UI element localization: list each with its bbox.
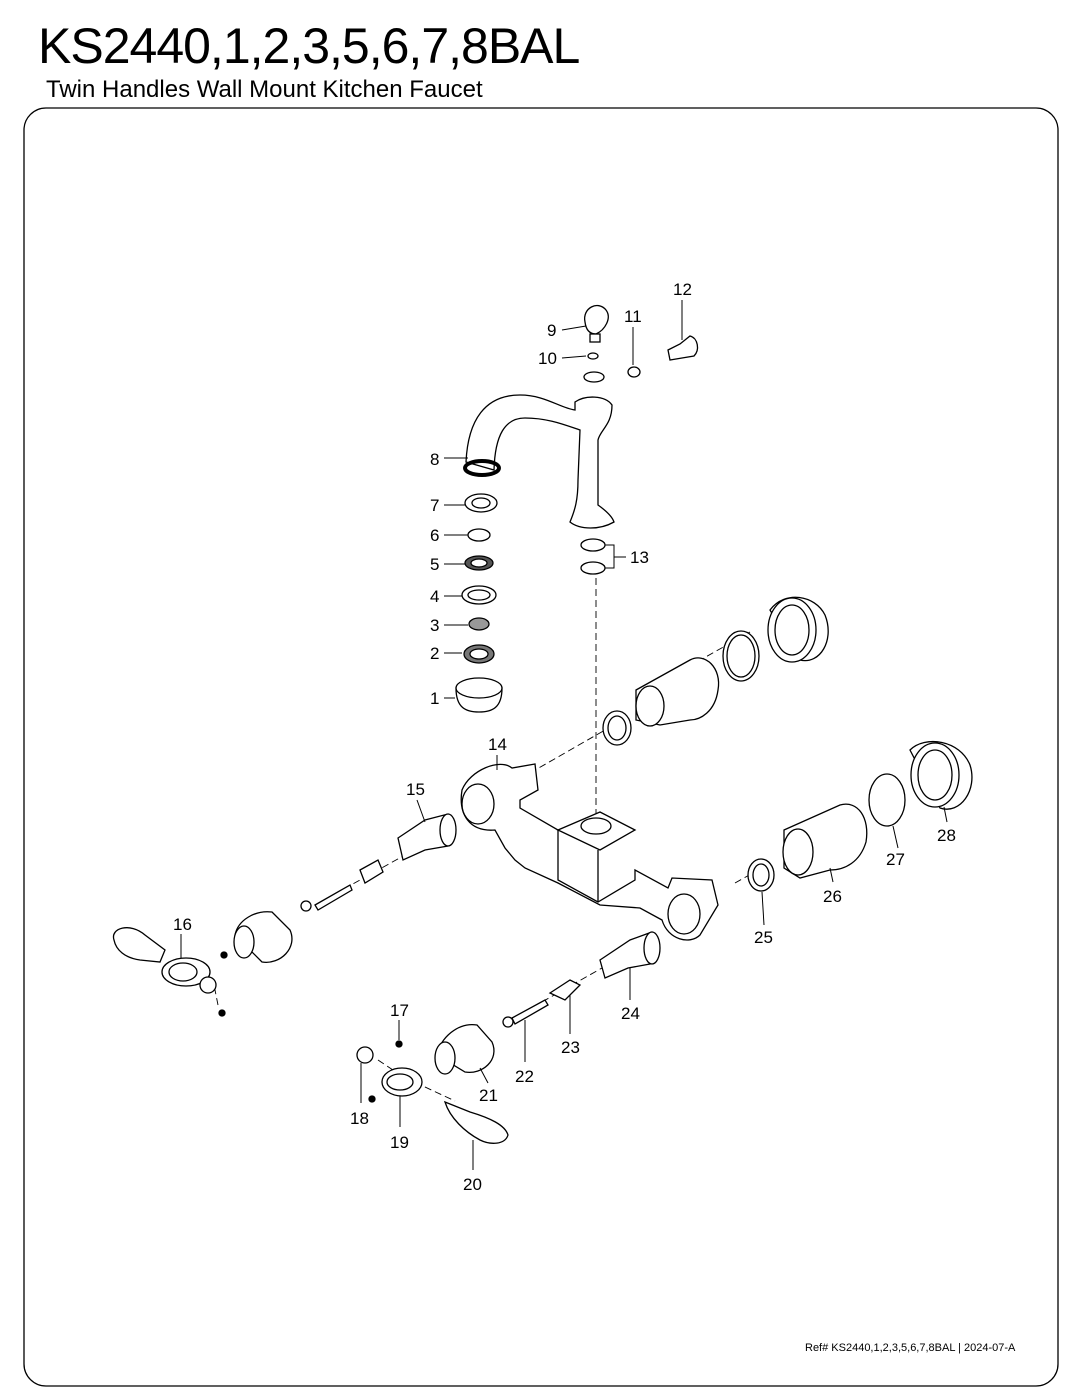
wall-mount-lower-assembly <box>747 740 973 892</box>
callout-5: 5 <box>430 555 439 574</box>
spout-small-parts-9-13 <box>580 305 699 575</box>
callout-4: 4 <box>430 587 439 606</box>
part-27-oring <box>868 773 906 827</box>
callout-10: 10 <box>538 349 557 368</box>
callout-14: 14 <box>488 735 507 754</box>
callout-15: 15 <box>406 780 425 799</box>
part-9-cap <box>584 305 609 335</box>
part-11-washer <box>627 366 641 378</box>
diagram-frame <box>23 107 1059 1387</box>
callout-24: 24 <box>621 1004 640 1023</box>
part-10-washer <box>587 352 599 360</box>
callout-23: 23 <box>561 1038 580 1057</box>
part-20-lever <box>443 1100 509 1144</box>
part-6 <box>467 528 491 542</box>
callout-8: 8 <box>430 450 439 469</box>
callout-11: 11 <box>624 307 642 326</box>
callout-20: 20 <box>463 1175 482 1194</box>
faucet-body-part-14 <box>460 763 719 941</box>
callout-25: 25 <box>754 928 773 947</box>
callout-9: 9 <box>547 321 556 340</box>
callout-12: 12 <box>673 280 692 299</box>
callout-6: 6 <box>430 526 439 545</box>
part-17-screw <box>395 1040 403 1048</box>
callout-22: 22 <box>515 1067 534 1086</box>
callout-13: 13 <box>630 548 649 567</box>
model-title: KS2440,1,2,3,5,6,7,8BAL <box>38 18 580 74</box>
part-16-lever <box>112 927 166 963</box>
callout-21: 21 <box>479 1086 498 1105</box>
callout-17: 17 <box>390 1001 409 1020</box>
callout-19: 19 <box>390 1133 409 1152</box>
wall-mount-upper-assembly <box>602 596 829 746</box>
reference-footer: Ref# KS2440,1,2,3,5,6,7,8BAL | 2024-07-A <box>805 1342 1016 1354</box>
part-3 <box>468 617 490 631</box>
part-22-screw <box>511 999 549 1025</box>
callout-16: 16 <box>173 915 192 934</box>
callout-2: 2 <box>430 644 439 663</box>
callout-18: 18 <box>350 1109 369 1128</box>
callout-1: 1 <box>430 689 439 708</box>
callout-leaders <box>180 300 948 1170</box>
callout-7: 7 <box>430 496 439 515</box>
callout-26: 26 <box>823 887 842 906</box>
part-16-bonnet <box>234 911 293 963</box>
aerator-parts-1-7 <box>455 493 503 713</box>
callout-3: 3 <box>430 616 439 635</box>
part-18-cap <box>356 1046 374 1064</box>
part-23-adapter <box>548 979 582 1001</box>
callout-27: 27 <box>886 850 905 869</box>
part-13-oring-a <box>580 538 606 552</box>
right-handle-assembly <box>356 931 661 1144</box>
callout-numbers: 1 2 3 4 5 6 7 8 9 10 11 12 13 14 15 16 1… <box>173 280 956 1194</box>
part-13-oring-b <box>580 561 606 575</box>
callout-28: 28 <box>937 826 956 845</box>
product-subtitle: Twin Handles Wall Mount Kitchen Faucet <box>46 76 483 103</box>
part-12-fitting <box>667 335 699 361</box>
left-handle-assembly <box>112 813 457 1017</box>
spout-part-8 <box>463 371 615 529</box>
